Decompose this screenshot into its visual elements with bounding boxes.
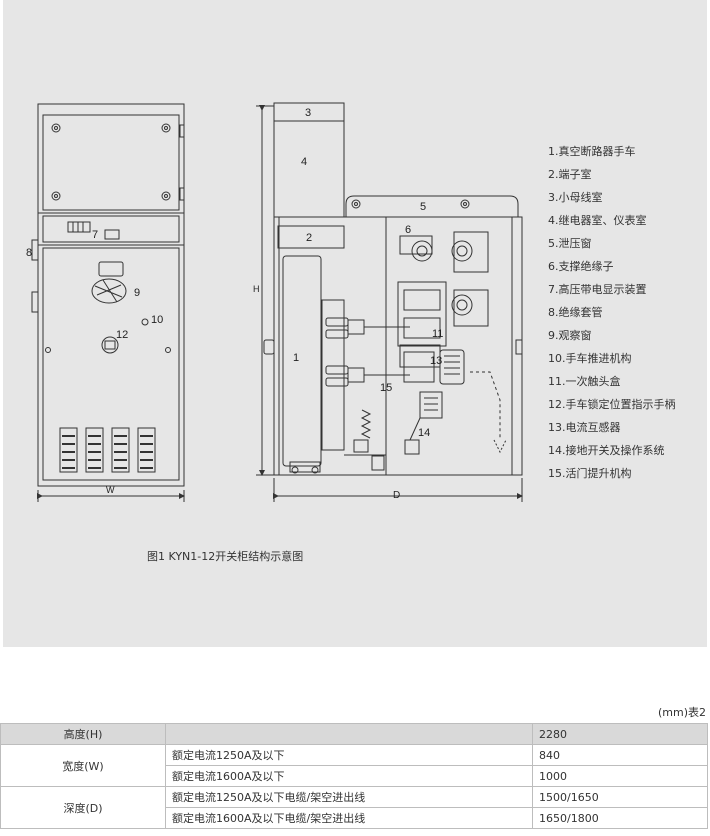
label-5: 5 xyxy=(420,201,426,213)
figure-caption: 图1 KYN1-12开关柜结构示意图 xyxy=(147,550,304,563)
row-condition: 额定电流1250A及以下电缆/架空进出线 xyxy=(165,786,533,808)
row-condition xyxy=(165,723,533,745)
legend-item: 10.手车推进机构 xyxy=(548,352,632,365)
label-8: 8 xyxy=(26,247,32,259)
label-14: 14 xyxy=(418,427,430,439)
legend-item: 6.支撑绝缘子 xyxy=(548,260,614,273)
table-unit-label: (mm)表2 xyxy=(657,706,706,719)
row-name: 深度(D) xyxy=(0,786,166,829)
legend-item: 15.活门提升机构 xyxy=(548,467,632,480)
table-row: 额定电流1600A及以下电缆/架空进出线 1650/1800 xyxy=(1,807,708,829)
side-view-labels: 3 4 5 2 6 H 1 11 13 15 14 D xyxy=(253,107,443,501)
table-row: 深度(D) 额定电流1250A及以下电缆/架空进出线 1500/1650 xyxy=(0,786,708,829)
legend-item: 12.手车锁定位置指示手柄 xyxy=(548,398,676,411)
label-7: 7 xyxy=(92,229,98,241)
legend-item: 9.观察窗 xyxy=(548,329,592,342)
legend-item: 7.高压带电显示装置 xyxy=(548,283,647,296)
front-view xyxy=(31,103,185,502)
legend-item: 1.真空断路器手车 xyxy=(548,145,636,158)
row-value: 840 xyxy=(532,744,708,766)
legend-item: 11.一次触头盒 xyxy=(548,375,621,388)
label-12: 12 xyxy=(116,329,128,341)
row-name: 高度(H) xyxy=(0,723,166,745)
label-4: 4 xyxy=(301,156,307,168)
side-view xyxy=(256,102,523,502)
row-condition: 额定电流1600A及以下电缆/架空进出线 xyxy=(165,807,533,829)
table-row: 宽度(W) 额定电流1250A及以下 840 xyxy=(0,744,708,787)
legend-item: 14.接地开关及操作系统 xyxy=(548,444,665,457)
legend-item: 8.绝缘套管 xyxy=(548,306,603,319)
label-2: 2 xyxy=(306,232,312,244)
legend-list: 1.真空断路器手车 2.端子室 3.小母线室 4.继电器室、仪表室 5.泄压窗 … xyxy=(548,140,676,485)
switchgear-diagram: 8 7 9 10 12 W xyxy=(26,102,523,502)
front-view-labels: 8 7 9 10 12 W xyxy=(26,229,163,495)
legend-item: 13.电流互感器 xyxy=(548,421,621,434)
row-value: 1000 xyxy=(532,765,708,787)
row-condition: 额定电流1250A及以下 xyxy=(165,744,533,766)
label-13: 13 xyxy=(430,355,442,367)
legend-item: 2.端子室 xyxy=(548,168,592,181)
row-name: 宽度(W) xyxy=(0,744,166,787)
table-row: 高度(H) 2280 xyxy=(0,723,708,745)
row-value: 1650/1800 xyxy=(532,807,708,829)
label-1: 1 xyxy=(293,352,299,364)
legend-item: 5.泄压窗 xyxy=(548,237,592,250)
label-3: 3 xyxy=(305,107,311,119)
figure-panel xyxy=(3,0,707,647)
label-d: D xyxy=(393,490,400,501)
label-15: 15 xyxy=(380,382,392,394)
row-condition: 额定电流1600A及以下 xyxy=(165,765,533,787)
label-6: 6 xyxy=(405,224,411,236)
label-h: H xyxy=(253,284,260,294)
legend-item: 3.小母线室 xyxy=(548,191,603,204)
label-9: 9 xyxy=(134,287,140,299)
row-value: 1500/1650 xyxy=(532,786,708,808)
dimension-table: 高度(H) 2280 宽度(W) 额定电流1250A及以下 840 额定电流16… xyxy=(0,723,708,829)
legend-item: 4.继电器室、仪表室 xyxy=(548,214,647,227)
row-value: 2280 xyxy=(532,723,708,745)
label-w: W xyxy=(106,485,115,495)
label-11: 11 xyxy=(432,328,443,340)
label-10: 10 xyxy=(151,314,163,326)
